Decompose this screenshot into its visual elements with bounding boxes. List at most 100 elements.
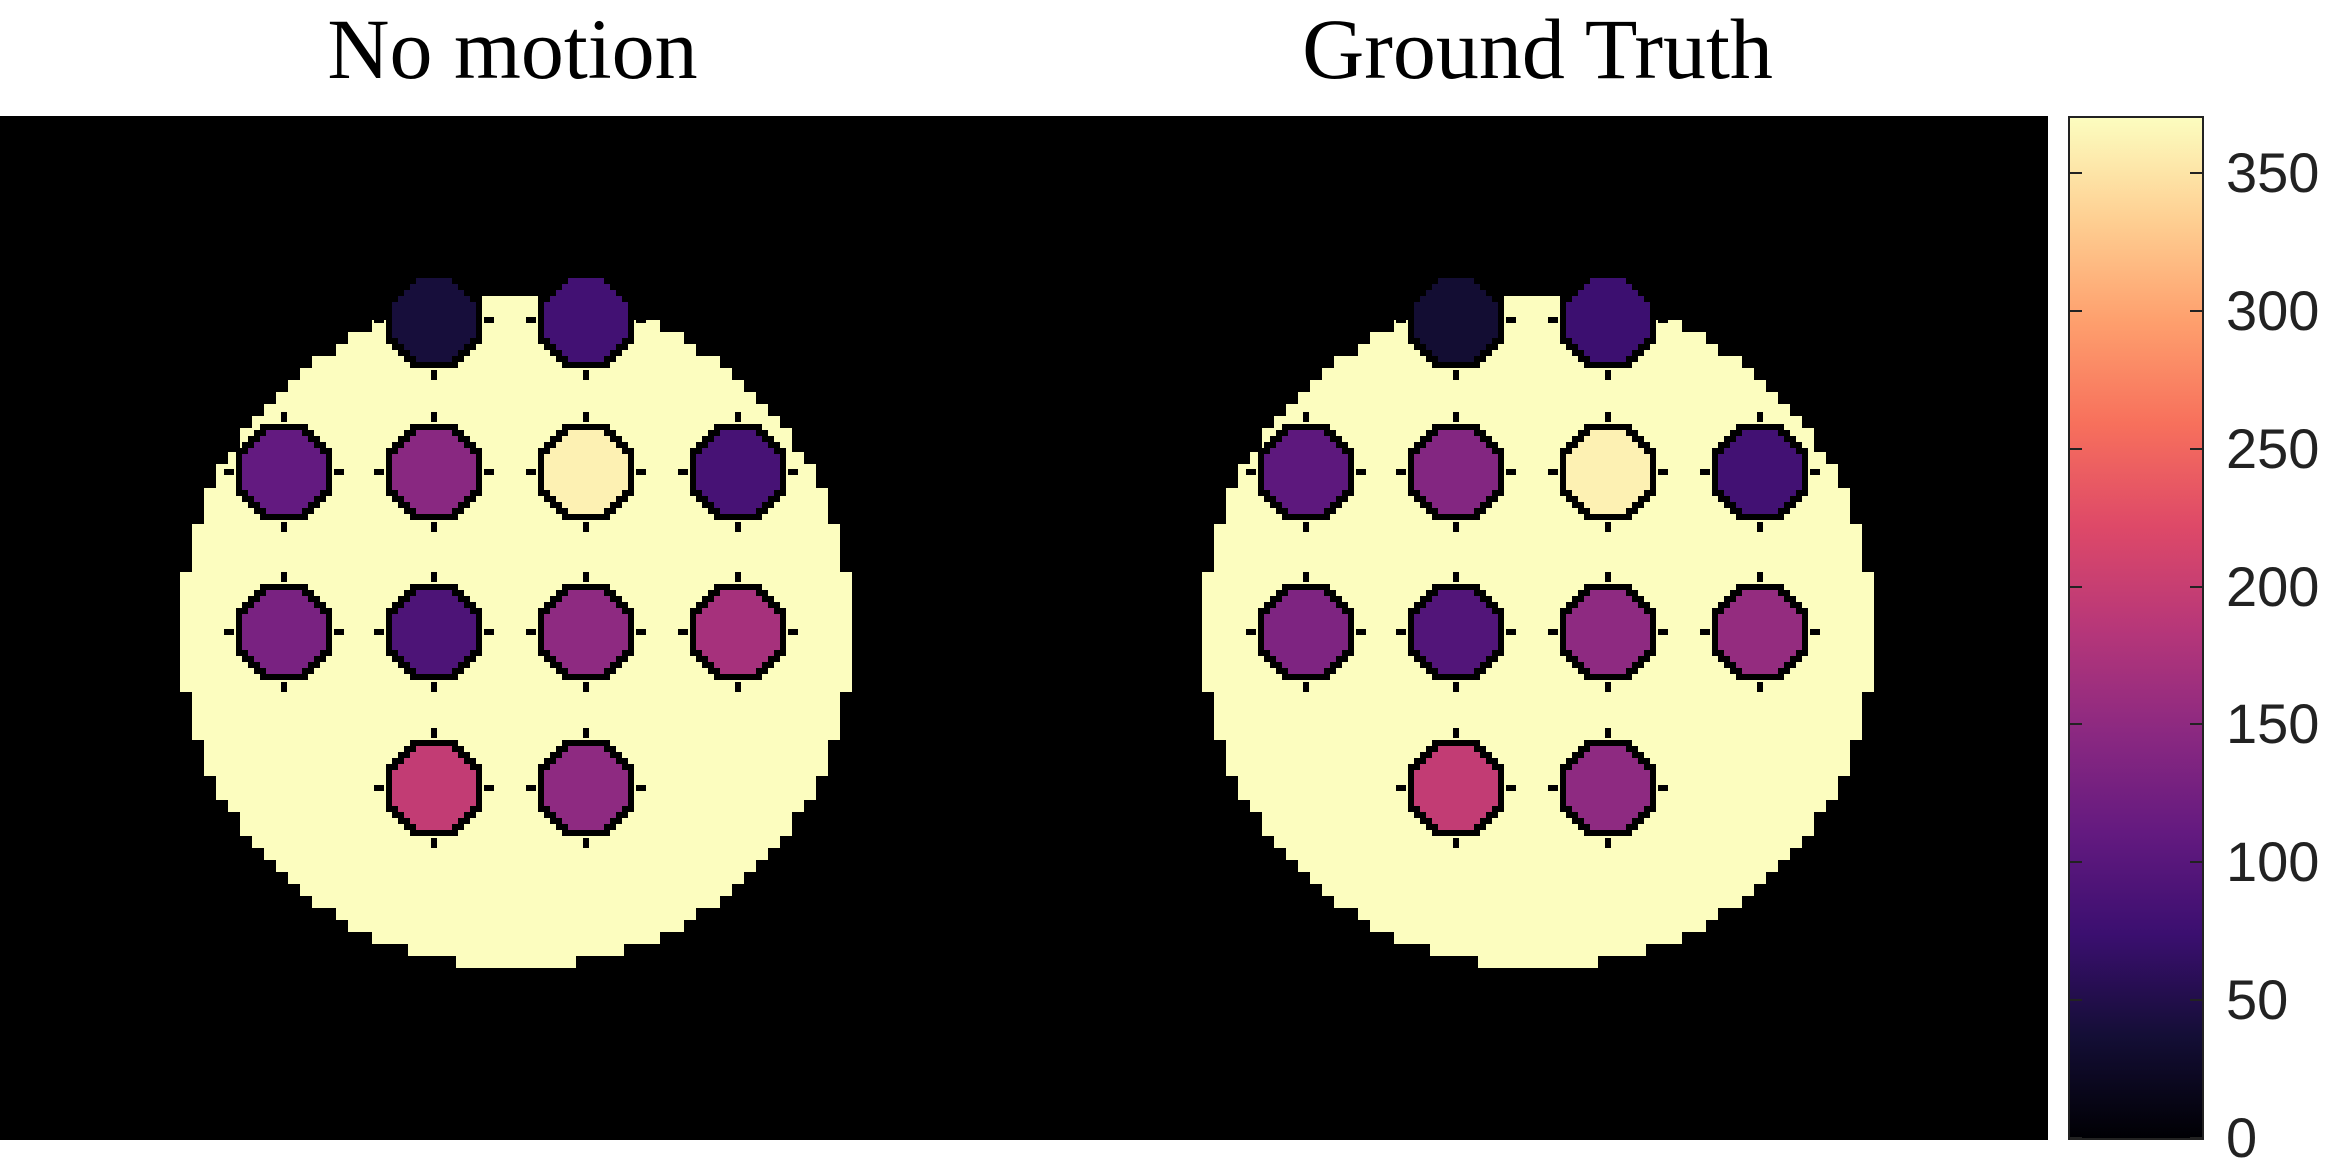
- phantom-row: [336, 908, 696, 920]
- phantom-row: [1214, 728, 1862, 740]
- phantom-row: [276, 392, 756, 404]
- phantom-row: [204, 752, 828, 764]
- phantom-row: [1262, 440, 1814, 452]
- phantom-row: [1358, 344, 1718, 356]
- phantom-row: [1250, 452, 1826, 464]
- vial: [1700, 572, 1820, 692]
- phantom-row: [1262, 812, 1814, 824]
- phantom-row: [252, 416, 780, 428]
- phantom-row: [264, 848, 768, 860]
- phantom-row: [1214, 560, 1862, 572]
- colorbar-tick: [2190, 447, 2202, 450]
- phantom-row: [180, 608, 852, 620]
- colorbar-tick: [2070, 999, 2082, 1002]
- vial: [374, 728, 494, 848]
- phantom-row: [1262, 824, 1814, 836]
- phantom-row: [204, 488, 828, 500]
- phantom-row: [1370, 920, 1706, 932]
- colorbar: [2068, 116, 2204, 1140]
- phantom-row: [192, 536, 840, 548]
- colorbar-tick: [2070, 1137, 2082, 1139]
- phantom-row: [1202, 680, 1874, 692]
- vial: [374, 572, 494, 692]
- phantom-row: [312, 356, 720, 368]
- colorbar-tick-label: 350: [2226, 141, 2320, 205]
- phantom-row: [372, 932, 660, 944]
- phantom-row: [240, 440, 792, 452]
- phantom-row: [1226, 764, 1850, 776]
- phantom-row: [204, 500, 828, 512]
- phantom-row: [1394, 932, 1682, 944]
- colorbar-tick: [2190, 1137, 2202, 1139]
- phantom-row: [1322, 368, 1754, 380]
- phantom-row: [216, 788, 816, 800]
- phantom-row: [288, 872, 744, 884]
- vial: [374, 412, 494, 532]
- colorbar-tick: [2190, 861, 2202, 864]
- phantom-row: [1238, 476, 1838, 488]
- colorbar-tick: [2070, 309, 2082, 312]
- map-panel-ground-truth: [1202, 260, 1874, 968]
- phantom-row: [1226, 752, 1850, 764]
- phantom-row: [264, 404, 768, 416]
- vial: [678, 412, 798, 532]
- vial: [678, 572, 798, 692]
- phantom-row: [1334, 356, 1742, 368]
- phantom-row: [1238, 788, 1838, 800]
- vial: [1396, 572, 1516, 692]
- phantom-row: [192, 692, 840, 704]
- map-panel-no-motion: [180, 260, 852, 968]
- phantom-row: [192, 524, 840, 536]
- phantom-row: [180, 596, 852, 608]
- phantom-row: [216, 776, 816, 788]
- phantom-row: [1214, 716, 1862, 728]
- colorbar-tick-label: 250: [2226, 416, 2320, 480]
- phantom-row: [240, 428, 792, 440]
- colorbar-tick-label: 150: [2226, 692, 2320, 756]
- phantom-row: [1214, 524, 1862, 536]
- colorbar-tick: [2070, 172, 2082, 175]
- phantom-row: [1298, 392, 1778, 404]
- phantom-row: [1262, 428, 1814, 440]
- colorbar-tick: [2070, 861, 2082, 864]
- vial: [1548, 572, 1668, 692]
- colorbar-gradient: [2070, 118, 2202, 1138]
- phantom-row: [1214, 548, 1862, 560]
- phantom-row: [288, 380, 744, 392]
- colorbar-tick: [2190, 999, 2202, 1002]
- phantom-row: [1214, 692, 1862, 704]
- phantom-row: [180, 644, 852, 656]
- phantom-row: [336, 344, 696, 356]
- colorbar-tick-label: 100: [2226, 830, 2320, 894]
- vial: [526, 572, 646, 692]
- phantom-row: [1274, 836, 1802, 848]
- phantom-row: [1334, 896, 1742, 908]
- vial: [374, 260, 494, 380]
- colorbar-tick-label: 50: [2226, 968, 2289, 1032]
- phantom-row: [408, 944, 624, 956]
- phantom-row: [1202, 656, 1874, 668]
- phantom-row: [1226, 740, 1850, 752]
- vial: [526, 412, 646, 532]
- phantom-row: [1202, 596, 1874, 608]
- phantom-row: [300, 368, 732, 380]
- vial: [1396, 260, 1516, 380]
- phantom-row: [1322, 884, 1754, 896]
- phantom-row: [1274, 416, 1802, 428]
- phantom-row: [228, 452, 804, 464]
- phantom-row: [1310, 380, 1766, 392]
- phantom-row: [276, 860, 756, 872]
- phantom-row: [228, 800, 804, 812]
- colorbar-tick: [2070, 447, 2082, 450]
- colorbar-tick: [2190, 585, 2202, 588]
- phantom-row: [216, 464, 816, 476]
- phantom-row: [1226, 500, 1850, 512]
- phantom-row: [1202, 668, 1874, 680]
- phantom-row: [1430, 944, 1646, 956]
- vial: [1246, 412, 1366, 532]
- phantom-row: [1298, 860, 1778, 872]
- phantom-row: [240, 824, 792, 836]
- phantom-row: [456, 956, 576, 968]
- phantom-row: [192, 704, 840, 716]
- colorbar-tick-label: 0: [2226, 1106, 2258, 1169]
